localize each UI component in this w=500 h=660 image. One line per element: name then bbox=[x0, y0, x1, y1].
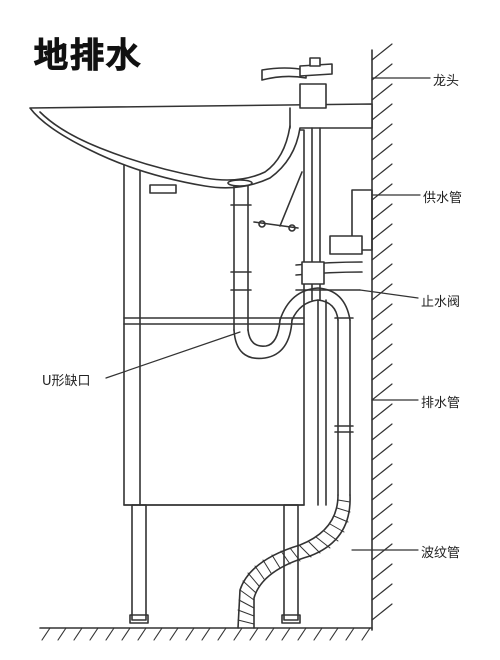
wall bbox=[371, 43, 393, 631]
label-supply-pipe: 供水管 bbox=[423, 191, 463, 206]
corrugated-hose bbox=[237, 494, 351, 629]
drain-linkage bbox=[253, 171, 303, 232]
faucet bbox=[261, 57, 333, 109]
label-stop-valve: 止水阀 bbox=[421, 295, 461, 310]
drain-tailpiece bbox=[230, 185, 252, 331]
label-faucet: 龙头 bbox=[433, 74, 460, 89]
drain-pipe bbox=[317, 299, 354, 506]
floor bbox=[39, 627, 373, 641]
cabinet-legs bbox=[129, 504, 301, 624]
leader-lines bbox=[105, 77, 431, 551]
stop-valve bbox=[295, 235, 363, 291]
label-u-notch: U形缺口 bbox=[42, 374, 91, 389]
diagram-title: 地排水 bbox=[34, 36, 142, 77]
label-corrugated-pipe: 波纹管 bbox=[421, 546, 461, 561]
label-drain-pipe: 排水管 bbox=[421, 396, 461, 411]
basin bbox=[29, 103, 373, 189]
